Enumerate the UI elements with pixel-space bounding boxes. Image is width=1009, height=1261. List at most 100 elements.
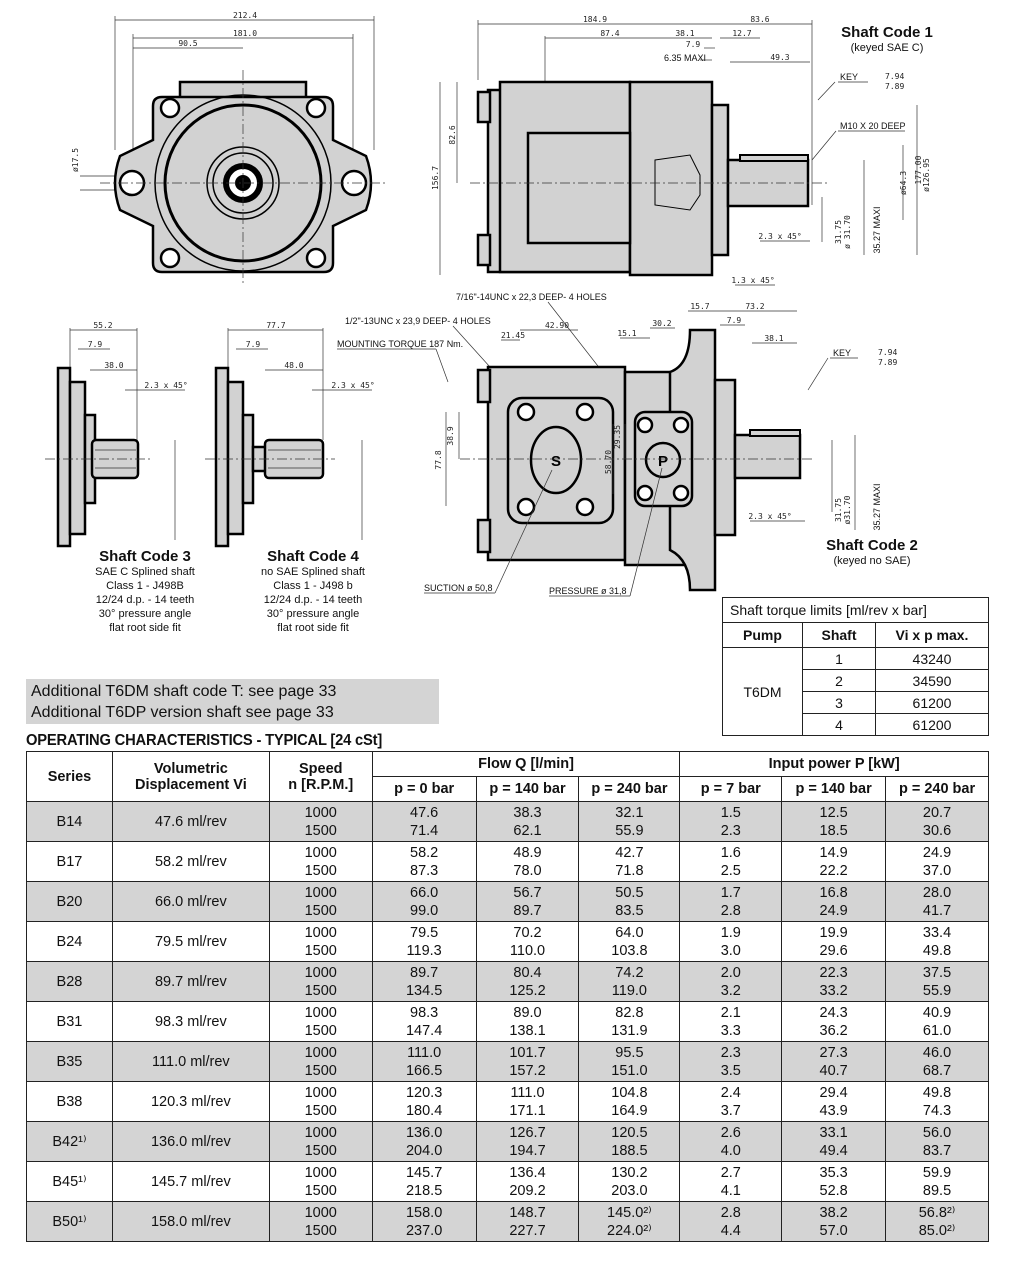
cell-value: 82.8 <box>615 1004 644 1021</box>
cell-value: 41.7 <box>922 902 952 919</box>
key-label: KEY <box>833 348 851 358</box>
cell-value: 36.2 <box>819 1022 848 1039</box>
note-line: Additional T6DM shaft code T: see page 3… <box>31 683 337 700</box>
cell-value: 74.2 <box>615 964 644 981</box>
shaft-code-1-subtitle: (keyed SAE C) <box>851 42 924 54</box>
cell-value: 71.8 <box>615 862 644 879</box>
cell-value: 1000 <box>304 924 337 941</box>
shaft-cell: 4 <box>802 713 876 736</box>
key-tolerance-upper: 7.94 <box>878 348 897 357</box>
cell-value: 2.8 <box>720 1204 741 1221</box>
note-label: 1/2"-13UNC x 23,9 DEEP- 4 HOLES <box>345 316 491 326</box>
key-label: KEY <box>840 72 858 82</box>
cell-value: 29.4 <box>819 1084 848 1101</box>
dim-label: 31.75 <box>834 220 843 244</box>
cell-value: 203.0 <box>611 1182 648 1199</box>
cell-value: 71.4 <box>410 822 439 839</box>
displacement-cell: 120.3 ml/rev <box>111 1081 270 1122</box>
cell-value: 126.7 <box>509 1124 546 1141</box>
shaft-code-3-line: 12/24 d.p. - 14 teeth <box>96 594 194 606</box>
dim-label: 181.0 <box>233 29 257 38</box>
displacement-cell: 145.7 ml/rev <box>111 1161 270 1202</box>
cell-value: 33.1 <box>819 1124 848 1141</box>
flow-cell: 145.0²⁾224.0²⁾ <box>578 1201 681 1242</box>
cell-value: 1500 <box>304 1102 337 1119</box>
cell-value: 2.6 <box>720 1124 741 1141</box>
cell-value: 1000 <box>304 1044 337 1061</box>
cell-value: 224.0²⁾ <box>607 1222 652 1239</box>
cell-value: 2.0 <box>720 964 741 981</box>
displacement-cell: 89.7 ml/rev <box>111 961 270 1002</box>
displacement-cell: 66.0 ml/rev <box>111 881 270 922</box>
shaft-cell: 2 <box>802 669 876 692</box>
cell-value: 50.5 <box>615 884 644 901</box>
dim-label: ø64.3 <box>899 171 908 195</box>
cell-value: 1000 <box>304 884 337 901</box>
cell-value: 2.4 <box>720 1084 741 1101</box>
cell-value: 3.3 <box>720 1022 741 1039</box>
cell-value: 49.8 <box>922 942 952 959</box>
cell-value: 110.0 <box>509 942 546 959</box>
col-header-power-p7: p = 7 bar <box>679 776 783 802</box>
cell-value: 1.6 <box>720 844 741 861</box>
displacement-cell: 136.0 ml/rev <box>111 1121 270 1162</box>
dim-label: 35.27 MAXI <box>872 206 882 253</box>
cell-value: 1500 <box>304 902 337 919</box>
shaft-code-2-title: Shaft Code 2 <box>826 537 918 554</box>
cell-value: 55.9 <box>615 822 644 839</box>
cell-value: 29.6 <box>819 942 848 959</box>
series-cell: B31 <box>26 1001 113 1042</box>
dim-label: ø126.95 <box>922 158 931 192</box>
cell-value: 166.5 <box>405 1062 443 1079</box>
cell-value: 2.3 <box>720 822 741 839</box>
cell-value: 33.4 <box>922 924 952 941</box>
cell-value: 148.7 <box>509 1204 546 1221</box>
cell-value: 4.4 <box>720 1222 741 1239</box>
cell-value: 37.0 <box>922 862 952 879</box>
cell-value: 89.5 <box>922 1182 952 1199</box>
series-cell: B42¹⁾ <box>26 1121 113 1162</box>
col-header-flow-p0: p = 0 bar <box>371 776 477 802</box>
pressure-port-label: P <box>658 453 668 470</box>
cell-value: 1000 <box>304 1204 337 1221</box>
dim-label: 38.1 <box>764 334 783 343</box>
dim-label: 42.90 <box>545 321 569 330</box>
cell-value: 55.9 <box>922 982 952 999</box>
dim-label: 6.35 MAXI <box>664 53 706 63</box>
pump-cell: T6DM <box>722 647 803 736</box>
dim-label: 77.8 <box>434 450 443 469</box>
value-cell: 43240 <box>875 647 989 670</box>
cell-value: 209.2 <box>509 1182 546 1199</box>
value-cell: 61200 <box>875 713 989 736</box>
series-cell: B24 <box>26 921 113 962</box>
pressure-note: PRESSURE ø 31,8 <box>549 586 627 596</box>
cell-value: 35.3 <box>819 1164 848 1181</box>
col-header-series: Series <box>26 751 113 802</box>
cell-value: 131.9 <box>611 1022 648 1039</box>
dim-label: ø31.70 <box>843 495 852 524</box>
cell-value: 68.7 <box>922 1062 952 1079</box>
cell-value: 1000 <box>304 964 337 981</box>
cell-value: 56.8²⁾ <box>918 1204 956 1221</box>
dim-label: 184.9 <box>583 15 607 24</box>
